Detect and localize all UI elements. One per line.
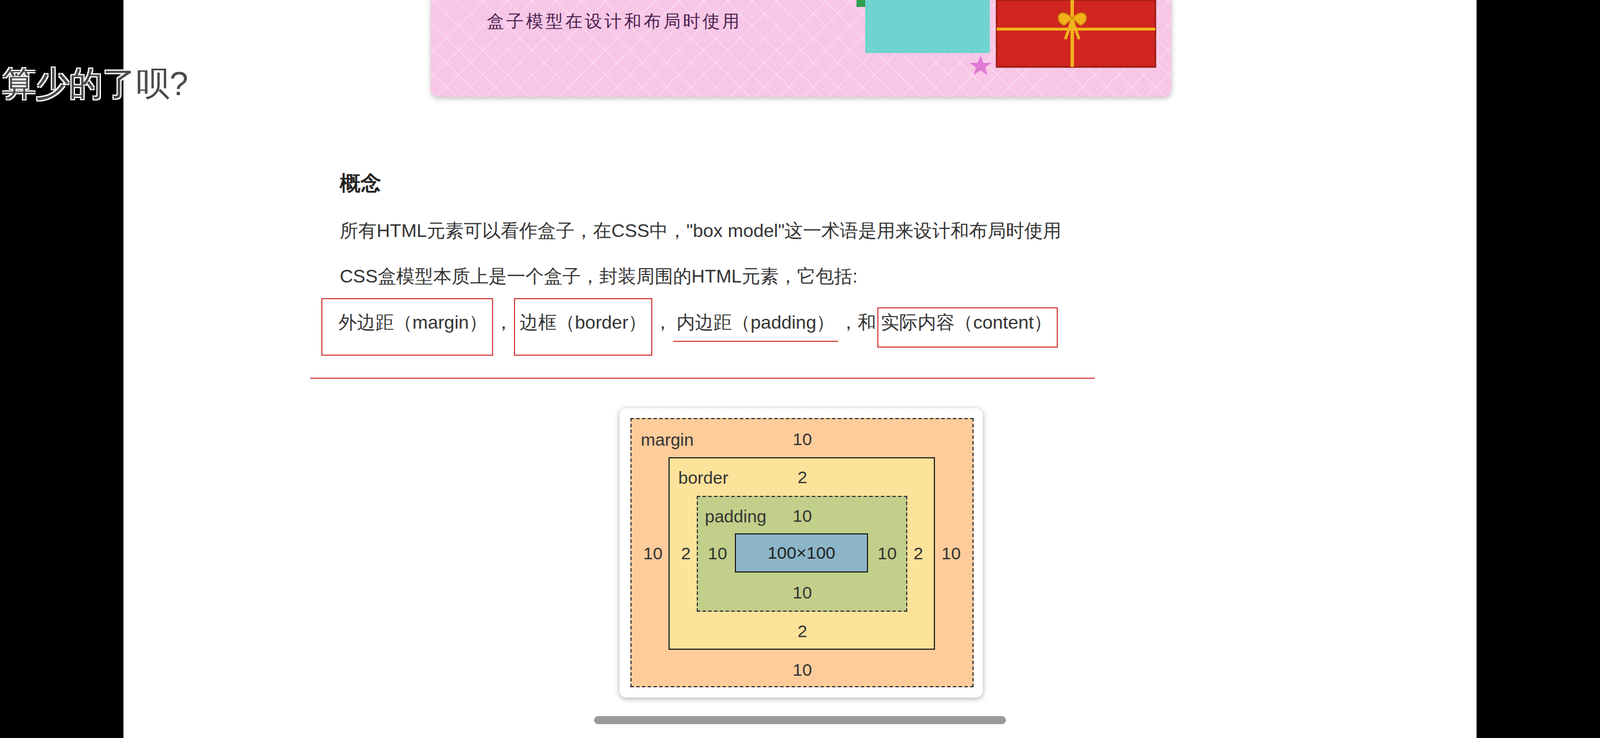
box-label: 100×100: [767, 542, 836, 564]
dimension-number: 2: [913, 543, 924, 565]
highlight-text: 外边距（margin）: [338, 310, 488, 334]
dimension-number: 10: [792, 582, 812, 604]
dimension-number: 10: [707, 543, 727, 565]
box-label: border: [678, 467, 729, 489]
paragraph: CSS盒模型本质上是一个盒子，封装周围的HTML元素，它包括:: [339, 264, 858, 288]
dimension-number: 10: [941, 543, 961, 565]
dimension-number: 2: [797, 621, 808, 642]
scroll-bar: [594, 716, 1006, 725]
punctuation: ，和: [839, 310, 877, 334]
highlight-box: 实际内容（content）: [877, 307, 1058, 348]
section-title: 概念: [339, 170, 382, 197]
dimension-number: 10: [792, 505, 812, 527]
highlight-box: 外边距（margin）: [321, 298, 494, 356]
underlined-term: 内边距（padding）: [673, 310, 839, 343]
subtitle-overlay: 算少的了呗?: [2, 64, 189, 103]
banner-title: 盒子模型在设计和布局时使用: [486, 10, 742, 33]
highlight-text: 边框（border）: [519, 310, 648, 334]
dimension-number: 2: [681, 543, 691, 565]
dimension-number: 2: [797, 467, 808, 488]
content-box: 100×100: [734, 533, 869, 573]
punctuation: ，: [494, 310, 513, 334]
highlight-box: 边框（border）: [513, 298, 653, 356]
highlight-text: 实际内容（content）: [880, 310, 1053, 334]
dimension-number: 10: [643, 543, 663, 565]
dimension-number: 10: [877, 543, 897, 565]
punctuation: ，: [653, 310, 672, 334]
paragraph: 所有HTML元素可以看作盒子，在CSS中，"box model"这一术语是用来设…: [339, 219, 1062, 243]
red-divider: [310, 377, 1095, 379]
dimension-number: 10: [792, 659, 812, 681]
dimension-number: 10: [792, 429, 812, 450]
box-label: padding: [704, 506, 767, 528]
banner-box: 盒子模型在设计和布局时使用: [430, 0, 1172, 97]
box-label: margin: [640, 429, 694, 451]
